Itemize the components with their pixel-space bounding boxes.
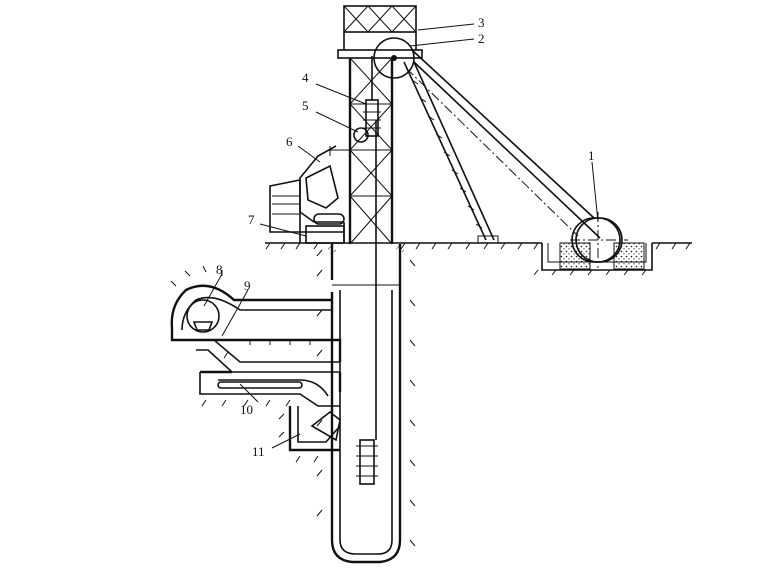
callout-8: 8 <box>216 262 223 277</box>
hoist-ropes <box>371 49 601 440</box>
callout-labels: 1 2 3 4 5 6 7 8 9 10 11 <box>216 15 595 459</box>
callout-4: 4 <box>302 70 309 85</box>
ore-pass <box>186 338 342 392</box>
ore-bin <box>269 145 350 233</box>
callout-11: 11 <box>252 444 265 459</box>
callout-2: 2 <box>478 31 485 46</box>
callout-7: 7 <box>248 212 255 227</box>
callout-1: 1 <box>588 148 595 163</box>
loading-conveyor <box>199 370 340 407</box>
callout-10: 10 <box>240 402 253 417</box>
leader-lines <box>203 23 599 449</box>
skip-top <box>363 99 381 137</box>
callout-9: 9 <box>244 278 251 293</box>
headframe-tower <box>337 5 499 245</box>
callout-5: 5 <box>302 98 309 113</box>
haulage-drift <box>170 265 332 342</box>
dump-guide <box>353 127 369 143</box>
measuring-pocket <box>278 406 341 463</box>
callout-6: 6 <box>286 134 293 149</box>
head-sheave <box>373 37 415 79</box>
shaft <box>316 244 416 564</box>
callout-3: 3 <box>478 15 485 30</box>
winch-pit <box>533 242 653 276</box>
skip-bottom <box>356 439 378 485</box>
surface-bin-base <box>299 222 345 244</box>
